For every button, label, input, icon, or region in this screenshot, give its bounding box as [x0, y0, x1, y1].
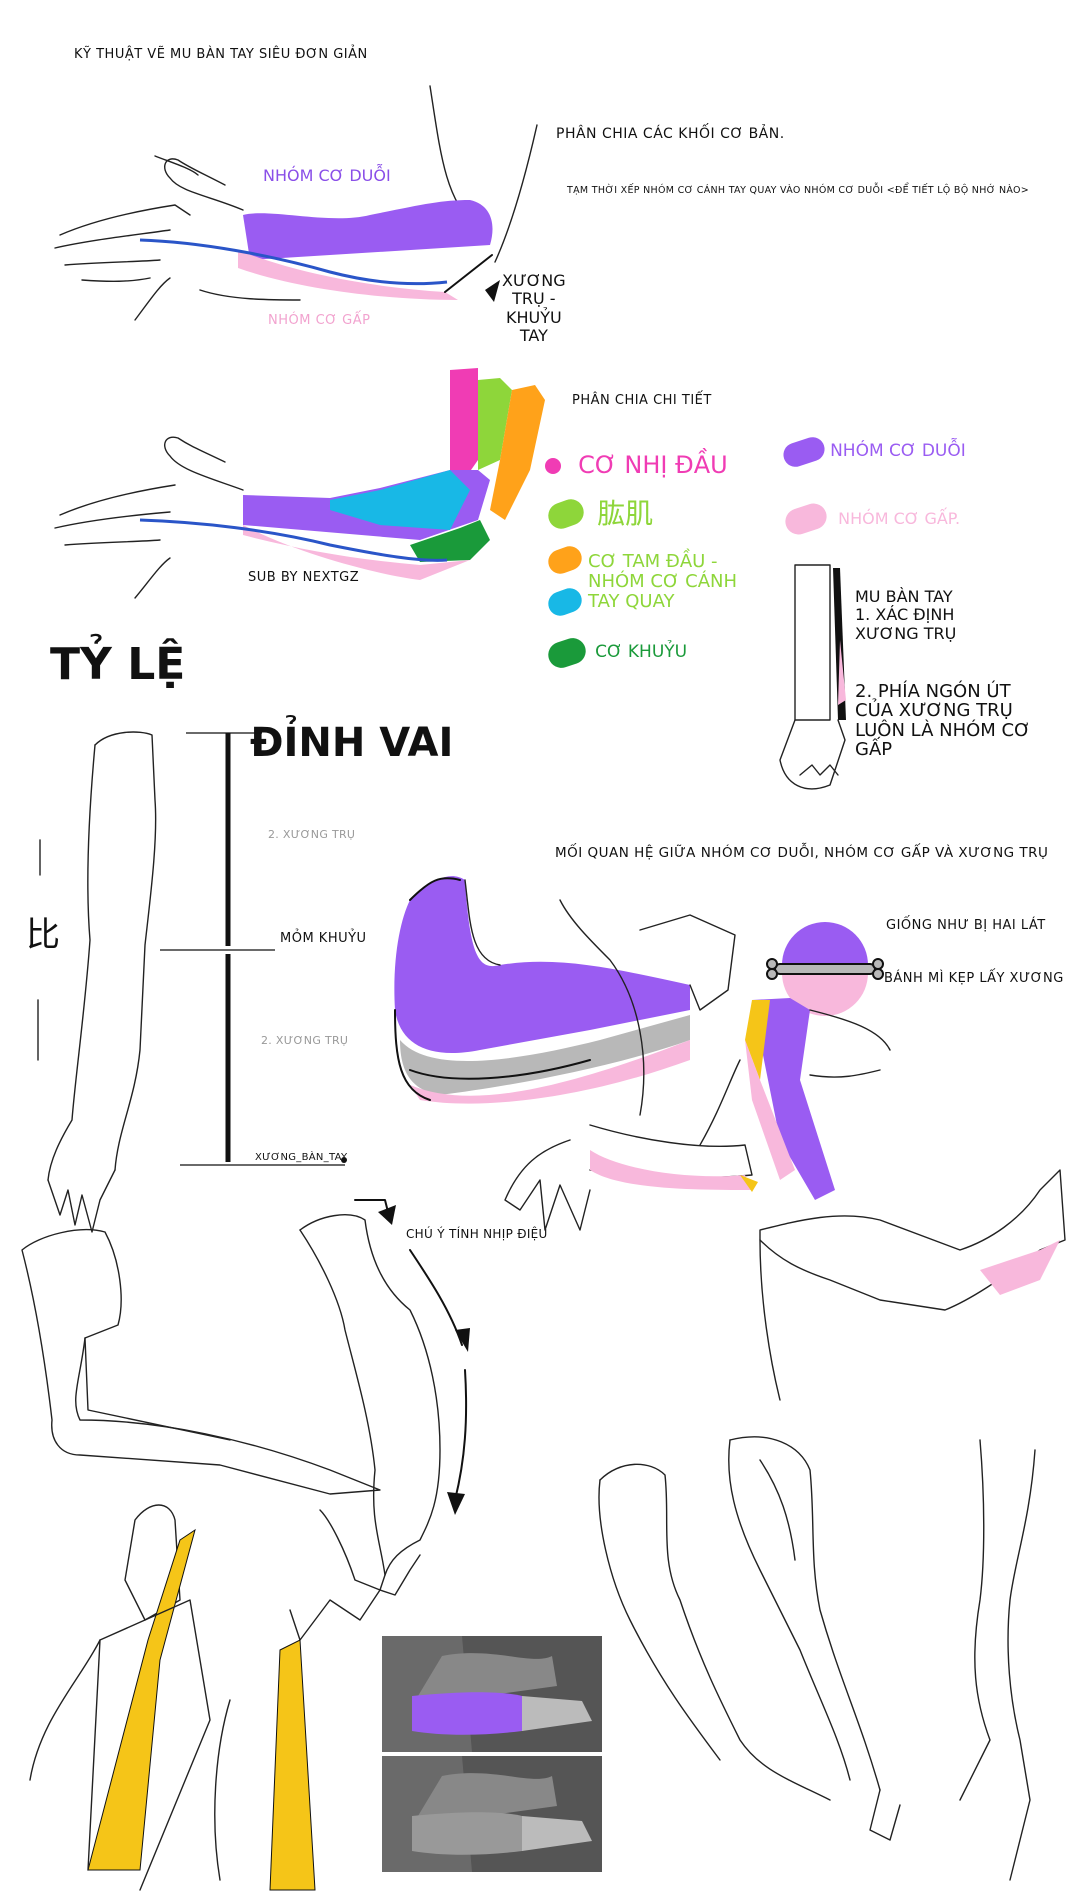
proportion-title: TỶ LỆ	[50, 639, 186, 690]
ratio-char: 比	[26, 915, 60, 955]
reference-3d-colored	[382, 1636, 602, 1752]
shoulder-color-sketch	[745, 998, 891, 1200]
relation-heading: MỐI QUAN HỆ GIỮA NHÓM CƠ DUỖI, NHÓM CƠ G…	[555, 845, 1049, 861]
ulna-elbow-label: XƯƠNG TRỤ - KHUỶU TAY	[502, 271, 566, 346]
elbow-label: MỎM KHUỶU	[280, 931, 367, 946]
legend-extensor-label: NHÓM CƠ DUỖI	[830, 441, 966, 462]
reference-3d-plain	[382, 1756, 602, 1872]
legend-biceps: CƠ NHỊ ĐẦU	[545, 451, 728, 480]
side-note-2: 2. PHÍA NGÓN ÚT CỦA XƯƠNG TRỤ LUÔN LÀ NH…	[855, 681, 1031, 761]
legend-biceps-label: CƠ NHỊ ĐẦU	[578, 451, 728, 479]
forearm-detail-drawing	[54, 368, 545, 599]
legend-brachialis-label: 肱肌	[597, 497, 654, 530]
legend-anconeus-label: CƠ KHUỶU	[595, 642, 688, 663]
arm-outline-sketches	[21, 899, 1066, 1891]
forearm-basic-drawing	[54, 85, 538, 321]
side-note-1: MU BÀN TAY 1. XÁC ĐỊNH XƯƠNG TRỤ	[855, 587, 957, 643]
upper-ulna-label: 2. XƯƠNG TRỤ	[268, 828, 356, 841]
legend-triceps-label: CƠ TAM ĐẦU - NHÓM CƠ CÁNH TAY QUAY	[588, 551, 738, 612]
legend-flexor-label: NHÓM CƠ GẤP.	[838, 508, 961, 528]
basic-heading: PHÂN CHIA CÁC KHỐI CƠ BẢN.	[556, 126, 785, 142]
flexor-label-top: NHÓM CƠ GẤP	[268, 313, 371, 328]
sandwich-bone-icon	[766, 922, 884, 1016]
rhythm-note: CHÚ Ý TÍNH NHỊP ĐIỆU	[406, 1227, 548, 1241]
legend-brachialis: 肱肌	[544, 495, 654, 533]
sandwich-text-2: BÁNH MÌ KẸP LẤY XƯƠNG	[884, 971, 1064, 986]
sandwich-text-1: GIỐNG NHƯ BỊ HAI LÁT	[886, 918, 1046, 933]
extensor-label-top: NHÓM CƠ DUỖI	[263, 166, 391, 185]
detail-heading: PHÂN CHIA CHI TIẾT	[572, 393, 712, 408]
page-title: KỸ THUẬT VẼ MU BÀN TAY SIÊU ĐƠN GIẢN	[74, 47, 368, 62]
standing-arm-sketch	[37, 731, 157, 1233]
lower-ulna-label: 2. XƯƠNG TRỤ	[261, 1034, 349, 1047]
forearm-ulna-sketch	[779, 564, 846, 790]
legend-anconeus: CƠ KHUỶU	[544, 634, 688, 672]
biceps-dot-icon	[545, 457, 561, 474]
relation-forearm-drawing	[394, 876, 736, 1104]
basic-note: TẠM THỜI XẾP NHÓM CƠ CÁNH TAY QUAY VÀO N…	[567, 185, 1030, 196]
hand-bone-label: XƯƠNG_BÀN_TAY	[255, 1152, 348, 1163]
shoulder-top-label: ĐỈNH VAI	[250, 720, 454, 766]
sub-by-credit: SUB BY NEXTGZ	[248, 570, 360, 585]
proportion-scale	[160, 732, 347, 1166]
legend-flexor: NHÓM CƠ GẤP.	[782, 500, 961, 538]
legend-extensor: NHÓM CƠ DUỖI	[780, 434, 966, 470]
